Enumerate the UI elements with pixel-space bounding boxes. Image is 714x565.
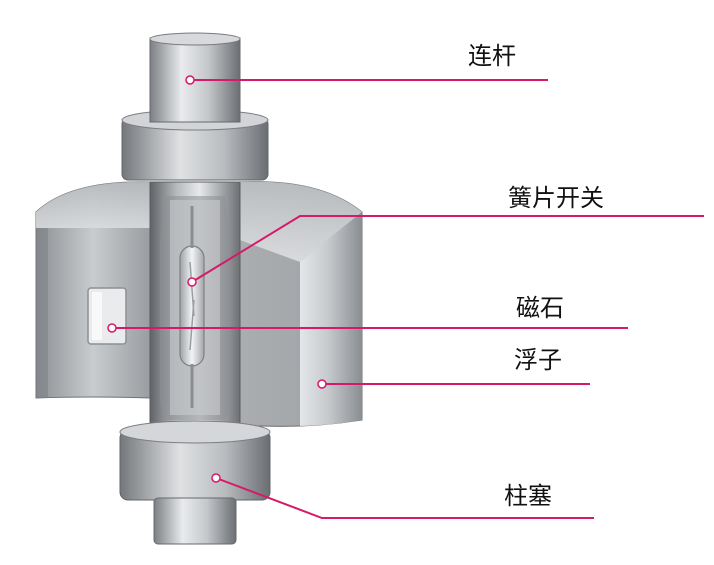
plug [153, 497, 237, 545]
label-connecting-rod: 连杆 [468, 42, 516, 70]
leader-reed-switch-dot [187, 277, 197, 287]
label-float: 浮子 [514, 346, 562, 374]
label-reed-switch: 簧片开关 [508, 184, 604, 212]
lower-collar [119, 420, 271, 501]
leader-reed-switch [191, 215, 704, 283]
leader-magnet-dot [107, 323, 117, 333]
connecting-rod [149, 32, 241, 123]
leader-float-dot [317, 379, 327, 389]
reed-switch [179, 206, 205, 408]
magnet [87, 287, 127, 345]
float-right-half [239, 181, 363, 427]
leader-connecting-rod-dot [185, 75, 195, 85]
label-plug: 柱塞 [504, 482, 552, 510]
leader-plug-dot [211, 473, 221, 483]
label-magnet: 磁石 [516, 294, 564, 322]
leader-plug [215, 477, 594, 519]
leader-lines [107, 75, 704, 519]
